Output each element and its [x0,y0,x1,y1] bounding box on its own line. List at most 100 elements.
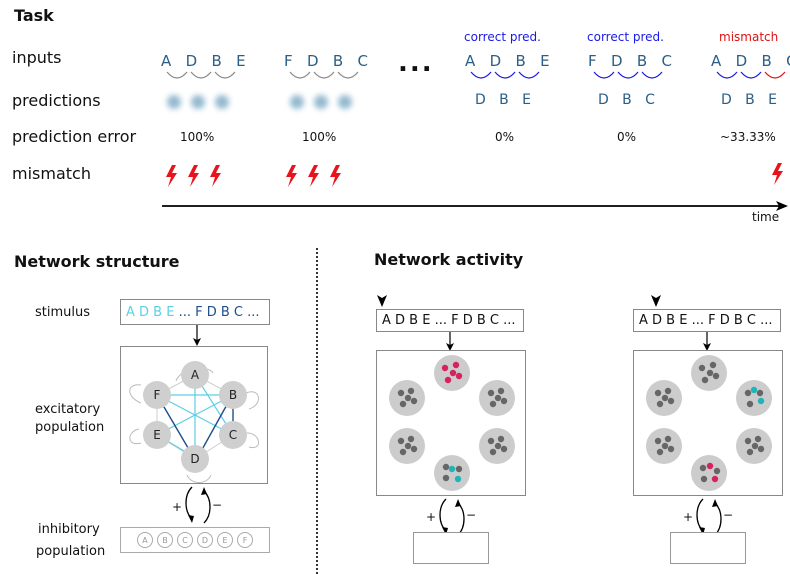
row-label-prediction-error: prediction error [12,127,137,146]
seq1-bolts [164,163,234,193]
seq4-pred: B [622,92,632,108]
inhibitory-cell: D [197,532,213,548]
seq2-bolts [284,163,354,193]
seq2-letter: D [306,52,319,70]
seq4-error: 0% [617,130,637,144]
seq2-letter: F [284,52,293,70]
stimulus-seq-b: ... F D B C ... [178,305,260,320]
inhibitory-cell: F [237,532,253,548]
structure-title: Network structure [14,252,180,271]
inhibitory-box: A B C D E F [120,527,270,553]
node-b [219,381,247,409]
seq1-letter: D [185,52,198,70]
seq4-annotation: correct pred. [587,30,664,44]
seq1-predictions-blurred [167,94,239,113]
activity2-clusters [646,355,772,491]
activity2-minus: − [723,508,734,522]
seq5-pred: E [768,92,777,108]
seq2-arrows [289,71,359,79]
activity1-pointer [377,295,387,307]
seq2-inputs: F D B C [284,52,368,70]
node-e-label: E [153,428,161,442]
stimulus-box: A D B E ... F D B C ... [120,299,270,325]
excitatory-label-2: population [35,420,105,435]
node-a [181,361,209,389]
inhibitory-label-1: inhibitory [38,522,100,537]
seq4-predictions: D B C [598,92,655,108]
seq4-letter: B [636,52,648,70]
seq4-pred: D [598,92,609,108]
activity2-stimulus-text: A D B E ... F D B C ... [639,313,773,328]
lightning-icon [166,165,221,187]
inhibitory-cell: C [177,532,193,548]
structure-plus: + [172,500,183,514]
stimulus-seq-a: A D B E [126,305,175,320]
node-c-label: C [229,428,237,442]
section-divider [316,248,318,574]
task-ellipsis: ... [398,48,434,78]
seq2-letter: B [332,52,344,70]
seq3-annotation: correct pred. [464,30,541,44]
activity1-minus: − [466,508,477,522]
seq5-letter: D [735,52,748,70]
node-d-label: D [190,452,199,466]
stimulus-text: A D B E ... F D B C ... [126,305,260,320]
seq4-inputs: F D B C [588,52,672,70]
seq3-pred: E [522,92,531,108]
node-a-label: A [191,368,200,382]
seq5-annotation: mismatch [719,30,779,44]
seq3-letter: A [465,52,476,70]
time-axis [162,201,788,211]
activity2-plus: + [683,510,694,524]
activity1-stimulus-text: A D B E ... F D B C ... [382,313,516,328]
seq5-letter: B [761,52,772,70]
excitatory-label-1: excitatory [35,402,101,417]
activity1-clusters [389,355,515,491]
seq4-letter: F [588,52,597,70]
seq1-arrows [166,71,236,79]
activity2-inhibitory-box [670,532,746,564]
seq3-letter: B [515,52,526,70]
lightning-icon [286,165,341,187]
stimulus-label: stimulus [35,305,91,320]
node-d [181,445,209,473]
inhibitory-label-2: population [36,544,106,559]
seq3-arrows [470,71,540,79]
node-b-label: B [229,388,237,402]
activity1-stimulus-arrow [446,332,454,351]
seq4-pred: C [645,92,655,108]
seq2-predictions-blurred [290,94,362,113]
seq3-error: 0% [495,130,515,144]
activity1-inhibitory-box [413,532,489,564]
seq5-letter: A [711,52,722,70]
node-f-label: F [154,388,161,402]
inhibitory-cell: A [137,532,153,548]
node-c [219,421,247,449]
seq2-error: 100% [302,130,337,144]
seq5-letter: C [786,52,790,70]
activity1-population-box [376,350,526,496]
structure-minus: − [212,498,223,512]
activity2-pointer [651,295,661,307]
seq1-letter: A [161,52,172,70]
excitatory-graph: A B C D E F [129,361,259,483]
stimulus-arrow [193,325,201,346]
seq2-letter: C [357,52,368,70]
seq5-arrows [716,71,786,79]
seq3-pred: D [475,92,486,108]
node-e [143,421,171,449]
inhibitory-cell: B [157,532,173,548]
row-label-predictions: predictions [12,91,101,110]
structure-coupling-arrows [185,486,211,524]
seq4-arrows [593,71,663,79]
activity2-stimulus-arrow [703,332,711,351]
seq3-inputs: A D B E [465,52,550,70]
seq5-bolts [770,161,788,191]
activity1-plus: + [426,510,437,524]
time-label: time [752,210,780,224]
inhibitory-cell: E [217,532,233,548]
activity2-population-box [633,350,783,496]
activity-title: Network activity [374,250,524,269]
task-title: Task [14,6,54,25]
seq1-error: 100% [180,130,215,144]
